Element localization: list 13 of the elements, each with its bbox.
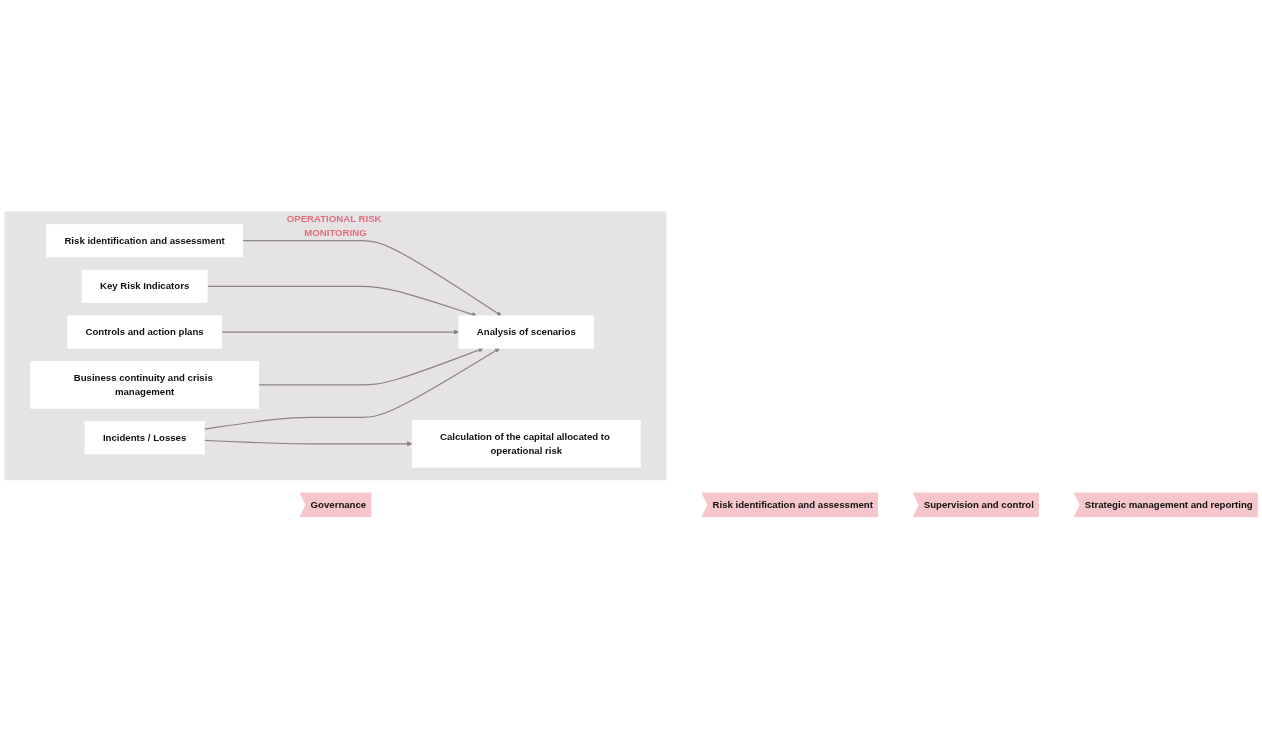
arrow <box>206 286 477 318</box>
arrow <box>203 348 500 430</box>
node-box: Controls and action plans <box>67 315 222 349</box>
node-box: Business continuity and crisis management <box>30 361 260 409</box>
node-box: Risk identification and assessment <box>46 224 244 258</box>
node-box: Calculation of the capital allocated to operational risk <box>411 420 641 468</box>
node-box: Incidents / Losses <box>84 421 205 455</box>
arrow <box>258 347 484 386</box>
arrow <box>242 240 502 317</box>
node-box: Analysis of scenarios <box>458 315 595 349</box>
arrow <box>221 329 460 335</box>
arrow <box>203 440 413 447</box>
node-box: Key Risk Indicators <box>81 270 208 304</box>
